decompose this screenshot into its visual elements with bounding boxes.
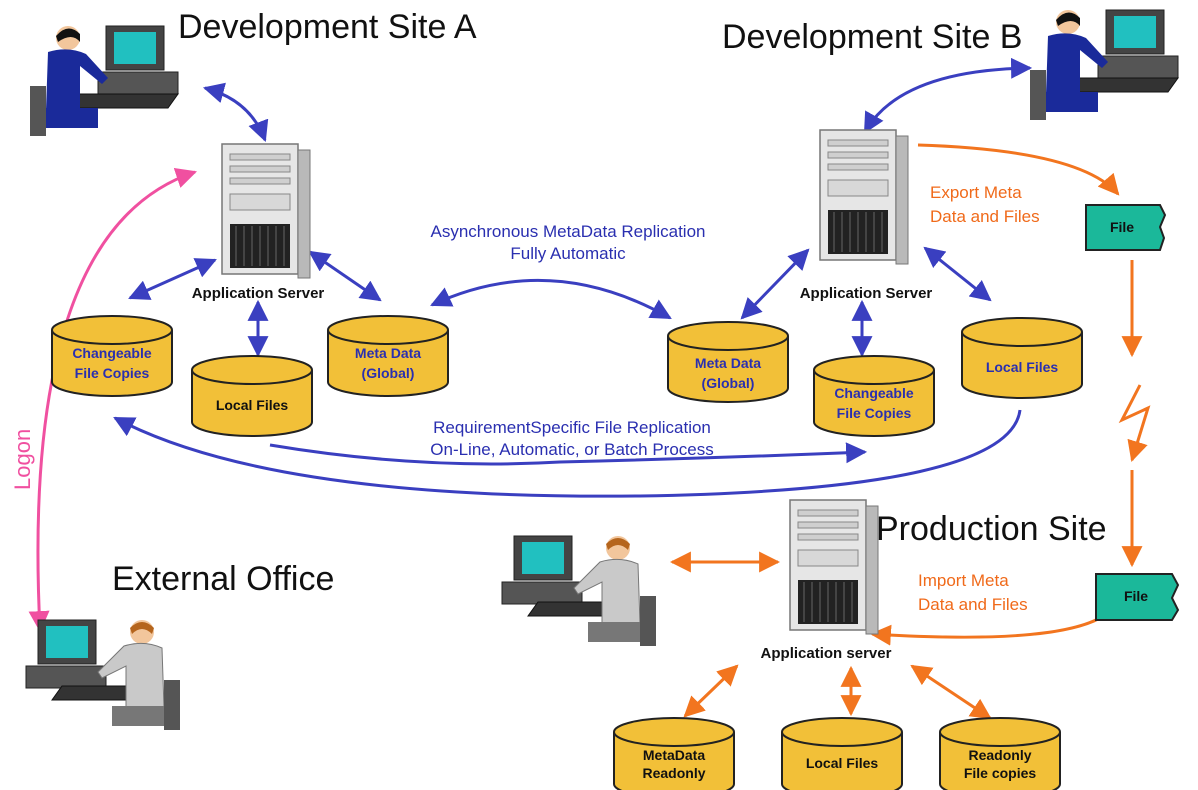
db-prod-local-label: Local Files [806, 755, 879, 771]
requirement-replication-sublabel: On-Line, Automatic, or Batch Process [430, 440, 713, 459]
file-import-icon: File [1095, 573, 1180, 621]
arrow-user-b-server-b [863, 57, 1033, 134]
async-replication-label: Asynchronous MetaData Replication [431, 222, 706, 241]
export-label: Export Meta [930, 183, 1022, 202]
server-a [221, 143, 311, 279]
external-office-title: External Office [112, 560, 334, 598]
arrow-prod-server-meta [683, 664, 739, 718]
db-prod-readonly-line1: Readonly [968, 747, 1031, 763]
arrow-logon [28, 168, 197, 633]
db-a-meta-line1: Meta Data [355, 345, 421, 361]
svg-text:File: File [1124, 588, 1148, 604]
requirement-replication-label: RequirementSpecific File Replication [433, 418, 711, 437]
site-b-title: Development Site B [722, 18, 1023, 56]
site-a-title: Development Site A [178, 8, 477, 46]
logon-label: Logon [10, 429, 35, 490]
arrow-requirement-file-replication [269, 442, 868, 466]
db-prod-readonly-line2: File copies [964, 765, 1037, 781]
person-site-b [1029, 9, 1179, 121]
arrow-import [869, 616, 1101, 646]
arrow-user-a-server-a [202, 82, 269, 142]
arrow-prod-server-readonly [910, 664, 992, 720]
person-external-office [25, 619, 181, 731]
db-b-local-label: Local Files [986, 359, 1059, 375]
arrow-meta-replication [430, 278, 672, 320]
db-a-changeable-line1: Changeable [72, 345, 152, 361]
db-prod-meta-line1: MetaData [643, 747, 705, 763]
db-a-local-label: Local Files [216, 397, 289, 413]
db-prod-local [781, 717, 903, 790]
db-a-changeable-line2: File Copies [75, 365, 150, 381]
arrow-local-b-to-changeable-a [113, 409, 1022, 498]
server-a-label: Application Server [192, 285, 325, 302]
server-prod [789, 499, 879, 635]
person-site-a [29, 25, 179, 137]
file-export-icon: File [1085, 204, 1167, 251]
blue-arrows [113, 57, 1033, 498]
svg-text:File: File [1110, 219, 1134, 235]
import-sublabel: Data and Files [918, 595, 1028, 614]
server-b-label: Application Server [800, 285, 933, 302]
db-b-meta-line2: (Global) [702, 375, 755, 391]
import-label: Import Meta [918, 571, 1009, 590]
db-b-changeable-line2: File Copies [837, 405, 912, 421]
db-a-local [191, 355, 313, 437]
async-replication-sublabel: Fully Automatic [510, 244, 626, 263]
arrow-server-b-meta [740, 248, 810, 320]
db-a-meta-line2: (Global) [362, 365, 415, 381]
server-prod-label: Application server [761, 645, 892, 662]
person-production [501, 535, 657, 647]
lightning-link [1118, 384, 1151, 463]
db-b-local [961, 317, 1083, 399]
orange-arrows [669, 143, 1151, 720]
db-b-changeable-line1: Changeable [834, 385, 914, 401]
production-site-title: Production Site [876, 510, 1107, 548]
arrow-export [917, 143, 1120, 196]
server-b [819, 129, 909, 265]
db-b-meta-line1: Meta Data [695, 355, 761, 371]
arrow-server-a-meta [308, 250, 382, 302]
export-sublabel: Data and Files [930, 207, 1040, 226]
arrow-server-b-local [923, 246, 992, 302]
db-prod-meta-line2: Readonly [642, 765, 705, 781]
